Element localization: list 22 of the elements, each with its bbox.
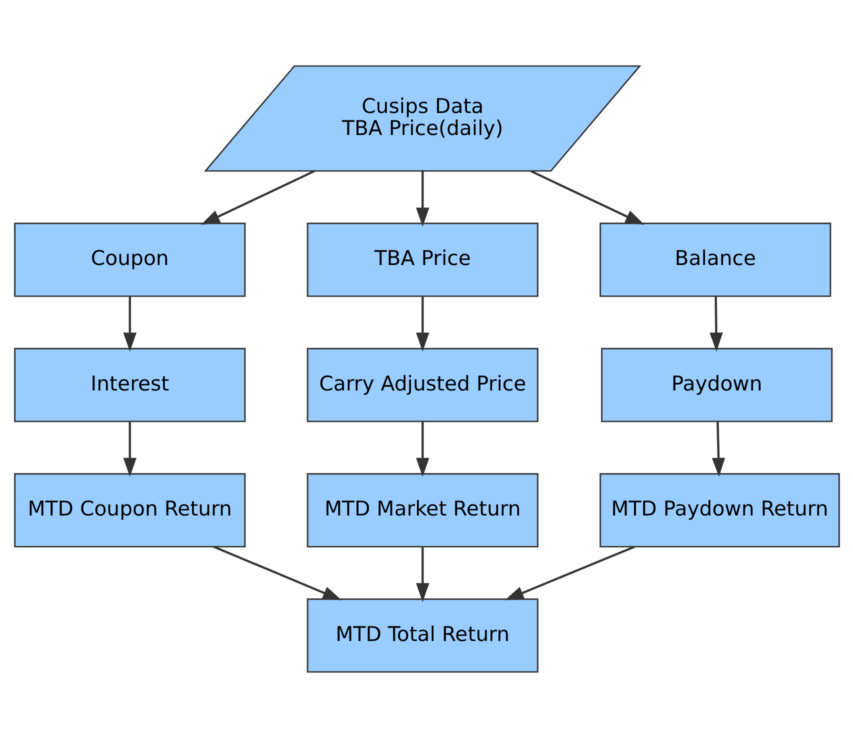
node-box: TBA Price — [306, 222, 538, 296]
node-box: Interest — [14, 347, 246, 422]
node-box: Carry Adjusted Price — [306, 347, 538, 422]
node-box: Paydown — [600, 347, 832, 422]
arrow — [416, 296, 429, 352]
arrow — [711, 421, 725, 476]
arrow — [122, 296, 136, 352]
arrow — [200, 170, 314, 224]
arrow — [416, 546, 429, 602]
arrow — [416, 421, 429, 476]
node-box: Coupon — [14, 222, 246, 296]
arrow — [122, 421, 136, 476]
arrow — [212, 545, 342, 600]
node-box: MTD Total Return — [306, 598, 538, 672]
arrow — [709, 296, 722, 352]
node-box: Balance — [599, 222, 831, 296]
node-box: MTD Paydown Return — [599, 472, 840, 547]
node-box: MTD Market Return — [306, 472, 538, 547]
node-box: MTD Coupon Return — [14, 472, 246, 547]
arrow — [530, 170, 644, 224]
arrow — [416, 170, 429, 226]
arrow — [504, 545, 635, 600]
